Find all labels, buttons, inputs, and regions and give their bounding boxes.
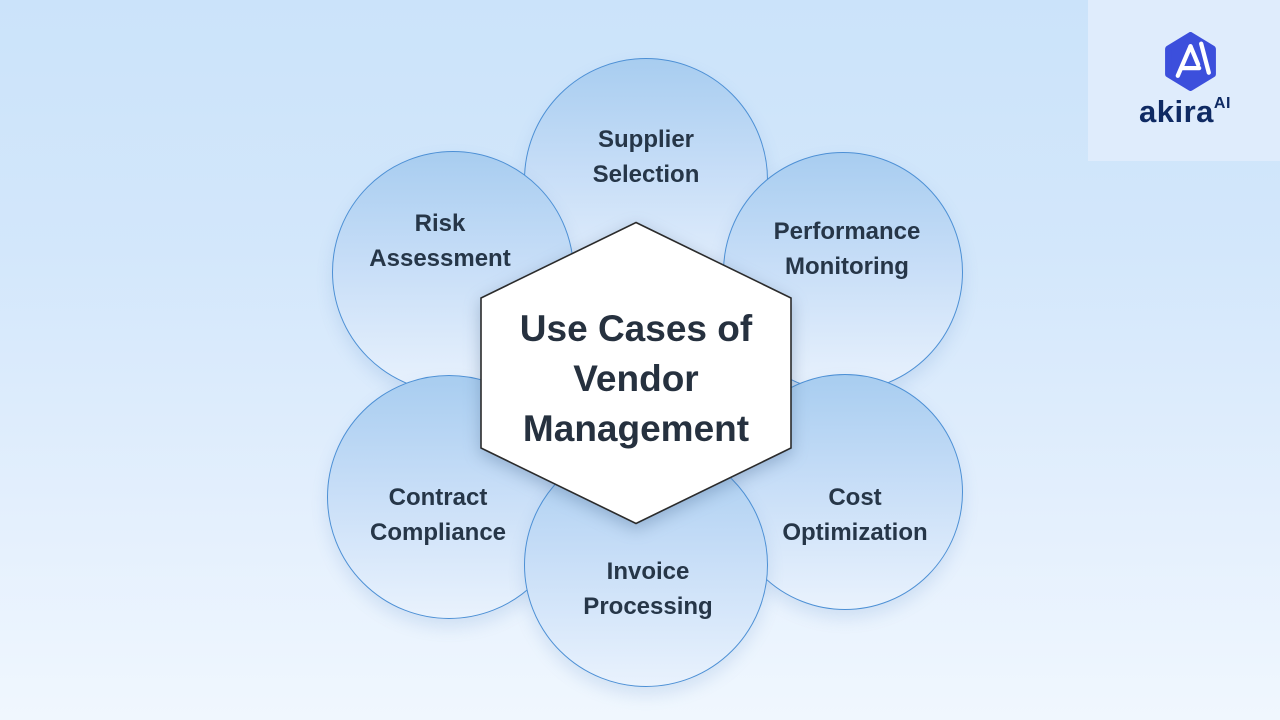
center-hexagon — [479, 221, 793, 525]
node-label-line: Invoice — [606, 558, 690, 585]
node-label-line: Contract — [388, 484, 488, 511]
node-label-risk-assessment: Risk Assessment — [369, 206, 510, 276]
hexagon-shape — [480, 221, 792, 525]
node-label-line: Compliance — [369, 519, 507, 546]
node-label-line: Optimization — [782, 519, 928, 546]
node-label-line: Processing — [583, 593, 713, 620]
node-label-line: Monitoring — [785, 253, 909, 280]
node-label-invoice-processing: Invoice Processing — [583, 554, 712, 624]
node-label-line: Cost — [828, 484, 882, 511]
node-label-performance-monitoring: Performance Monitoring — [774, 214, 921, 284]
node-label-line: Selection — [592, 161, 700, 188]
node-label-line: Performance — [773, 218, 921, 245]
diagram-title-line1: Use Cases of — [519, 308, 753, 349]
node-label-contract-compliance: Contract Compliance — [370, 480, 506, 550]
diagram-title-line2: Vendor — [573, 358, 699, 399]
node-label-cost-optimization: Cost Optimization — [782, 480, 927, 550]
brand-suffix: AI — [1213, 95, 1231, 112]
node-label-line: Assessment — [369, 245, 511, 272]
akira-hexagon-logo-icon — [1163, 31, 1218, 91]
node-label-line: Supplier — [597, 126, 695, 153]
node-label-line: Risk — [414, 210, 466, 237]
diagram-title: Use Cases of Vendor Management — [520, 304, 752, 454]
node-label-supplier-selection: Supplier Selection — [593, 122, 700, 192]
brand-wordmark: akiraAI — [1139, 94, 1231, 130]
brand-name: akira — [1139, 94, 1214, 129]
diagram-title-line3: Management — [522, 408, 750, 449]
